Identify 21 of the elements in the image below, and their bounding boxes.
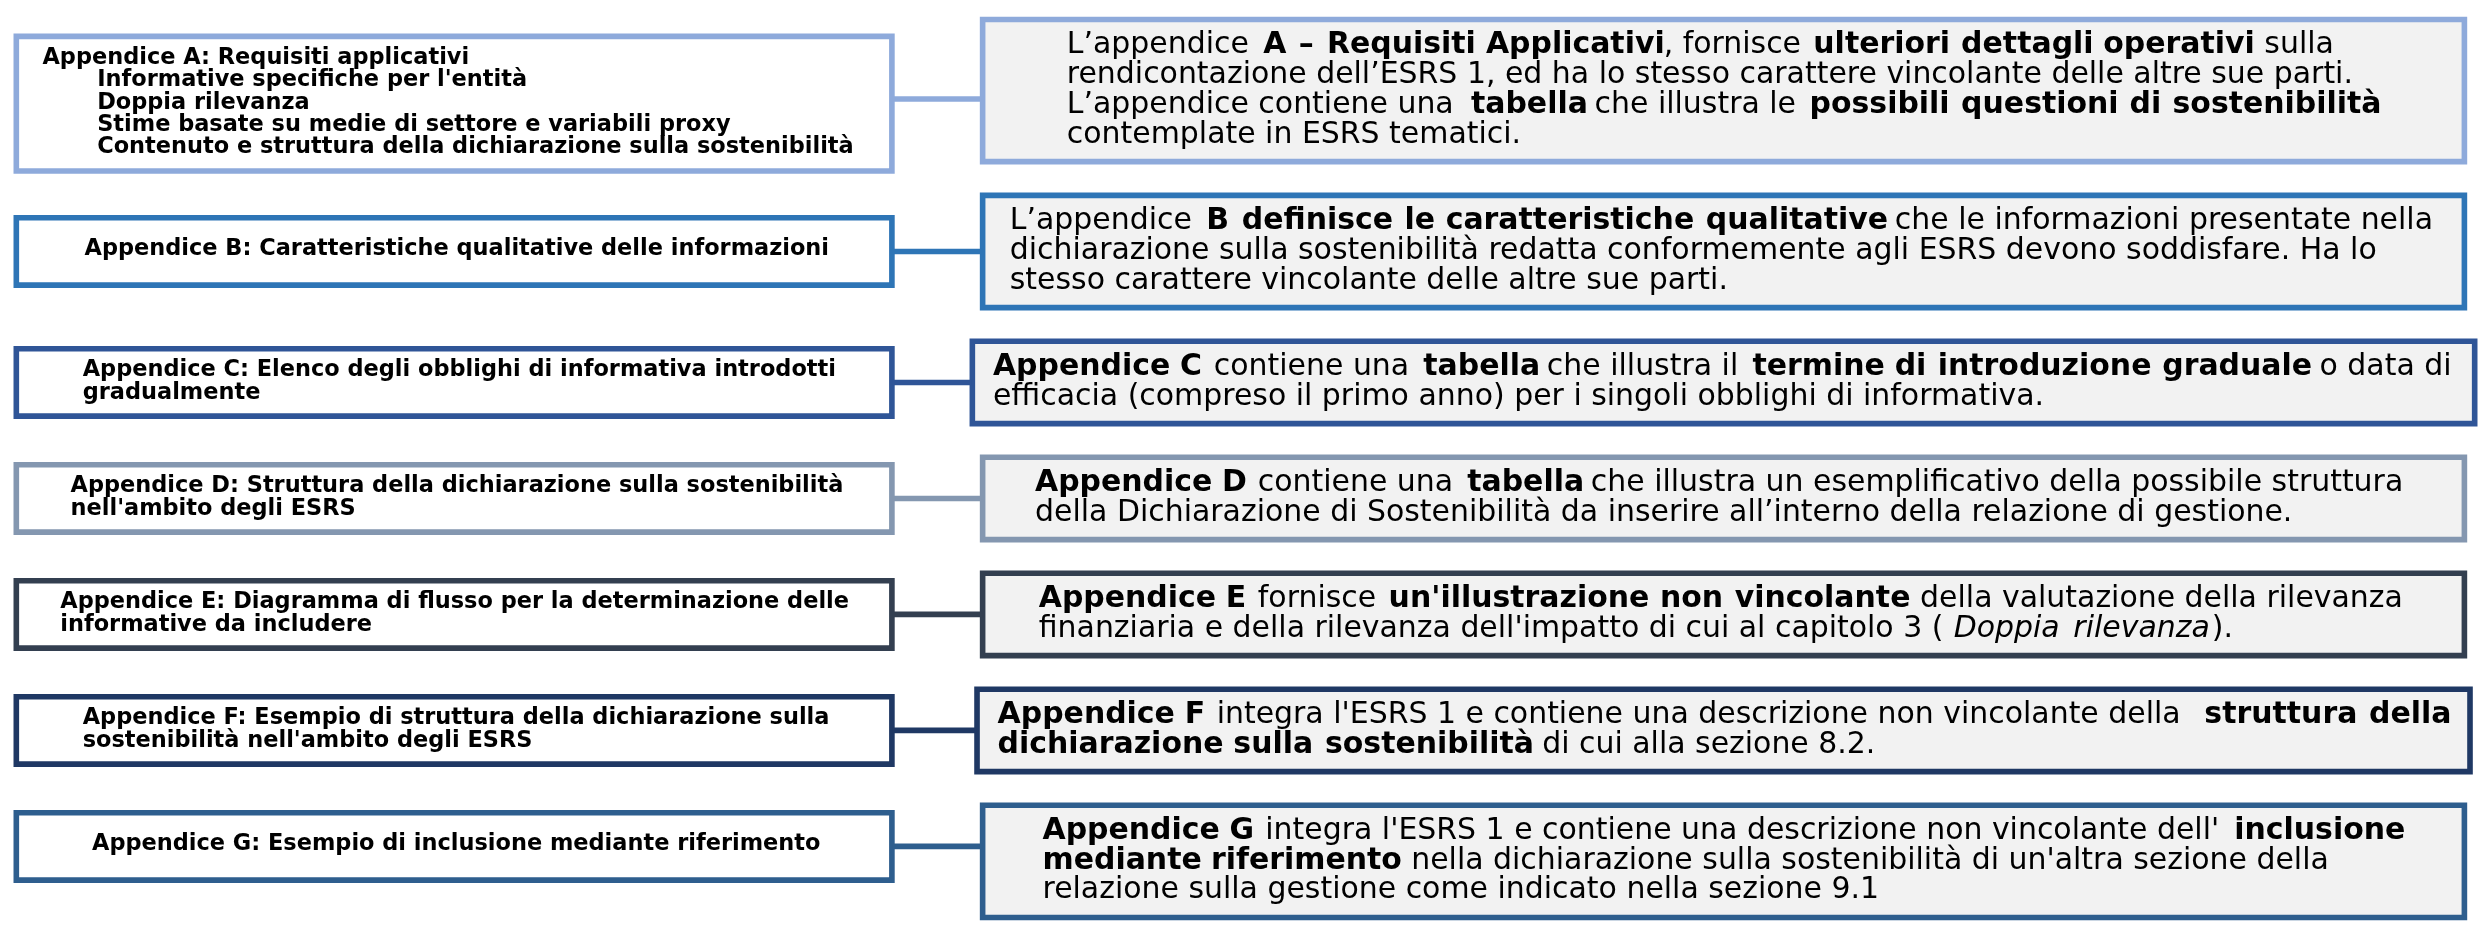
node-box: Appendice E fornisce un'illustrazione non vincolante della valutazione della rilevanza finanziaria e della rilevanza dell'impatto di cui al capitolo 3 (Doppia rilevanza). [979,569,2468,658]
connector [892,379,972,385]
node-box: L’appendice B definisce le caratteristiche qualitative che le informazioni presentate nella dichiarazione sulla sostenibilità redatta conformemente agli ESRS devono soddisfare. Ha lo stesso carattere vincolante delle altre sue parti. [979,192,2468,310]
node-box: Appendice E: Diagramma di flusso per la determinazione delle informative da includere [13,577,895,651]
node-box: Appendice D contiene una tabella che illustra un esemplificativo della possibile struttura della Dichiarazione di Sostenibilità da inserire all’interno della relazione di gestione. [979,453,2468,542]
node-box: Appendice F integra l'ESRS 1 e contiene una descrizione non vincolante della struttura della dichiarazione sulla sostenibilità di cui alla sezione 8.2. [974,685,2473,774]
connector [892,248,983,254]
node-box: L’appendice A – Requisiti Applicativi, fornisce ulteriori dettagli operativi sulla rendicontazione dell’ESRS 1, ed ha lo stesso carattere vincolante delle altre sue parti. L’appendice contiene una tabella che illustra le possibili questioni di sostenibilità contemplate in ESRS tematici. [979,16,2468,164]
node-box: Appendice G: Esempio di inclusione mediante riferimento [13,809,895,883]
connector [892,727,977,733]
node-box: Appendice A: Requisiti applicativi Informative specifiche per l'entità Doppia rilevanza Stime basate su medie di settore e variabili proxy Contenuto e struttura della dichiarazione sulla sostenibilità [13,33,895,174]
connector [892,611,983,617]
connector [892,495,983,501]
node-box: Appendice C contiene una tabella che illustra il termine di introduzione graduale o data di efficacia (compreso il primo anno) per i singoli obblighi di informativa. [969,337,2478,426]
node-box: Appendice F: Esempio di struttura della dichiarazione sulla sostenibilità nell'ambito degli ESRS [13,693,895,767]
connector [892,95,983,102]
connector [892,843,983,849]
node-box: Appendice D: Struttura della dichiarazione sulla sostenibilità nell'ambito degli ESRS [13,461,895,535]
node-box: Appendice C: Elenco degli obblighi di informativa introdotti gradualmente [13,345,895,419]
node-box: Appendice G integra l'ESRS 1 e contiene una descrizione non vincolante dell'inclusione mediante riferimento nella dichiarazione sulla sostenibilità di un'altra sezione della relazione sulla gestione come indicato nella sezione 9.1 [979,801,2468,920]
node-box: Appendice B: Caratteristiche qualitative delle informazioni [13,214,895,288]
